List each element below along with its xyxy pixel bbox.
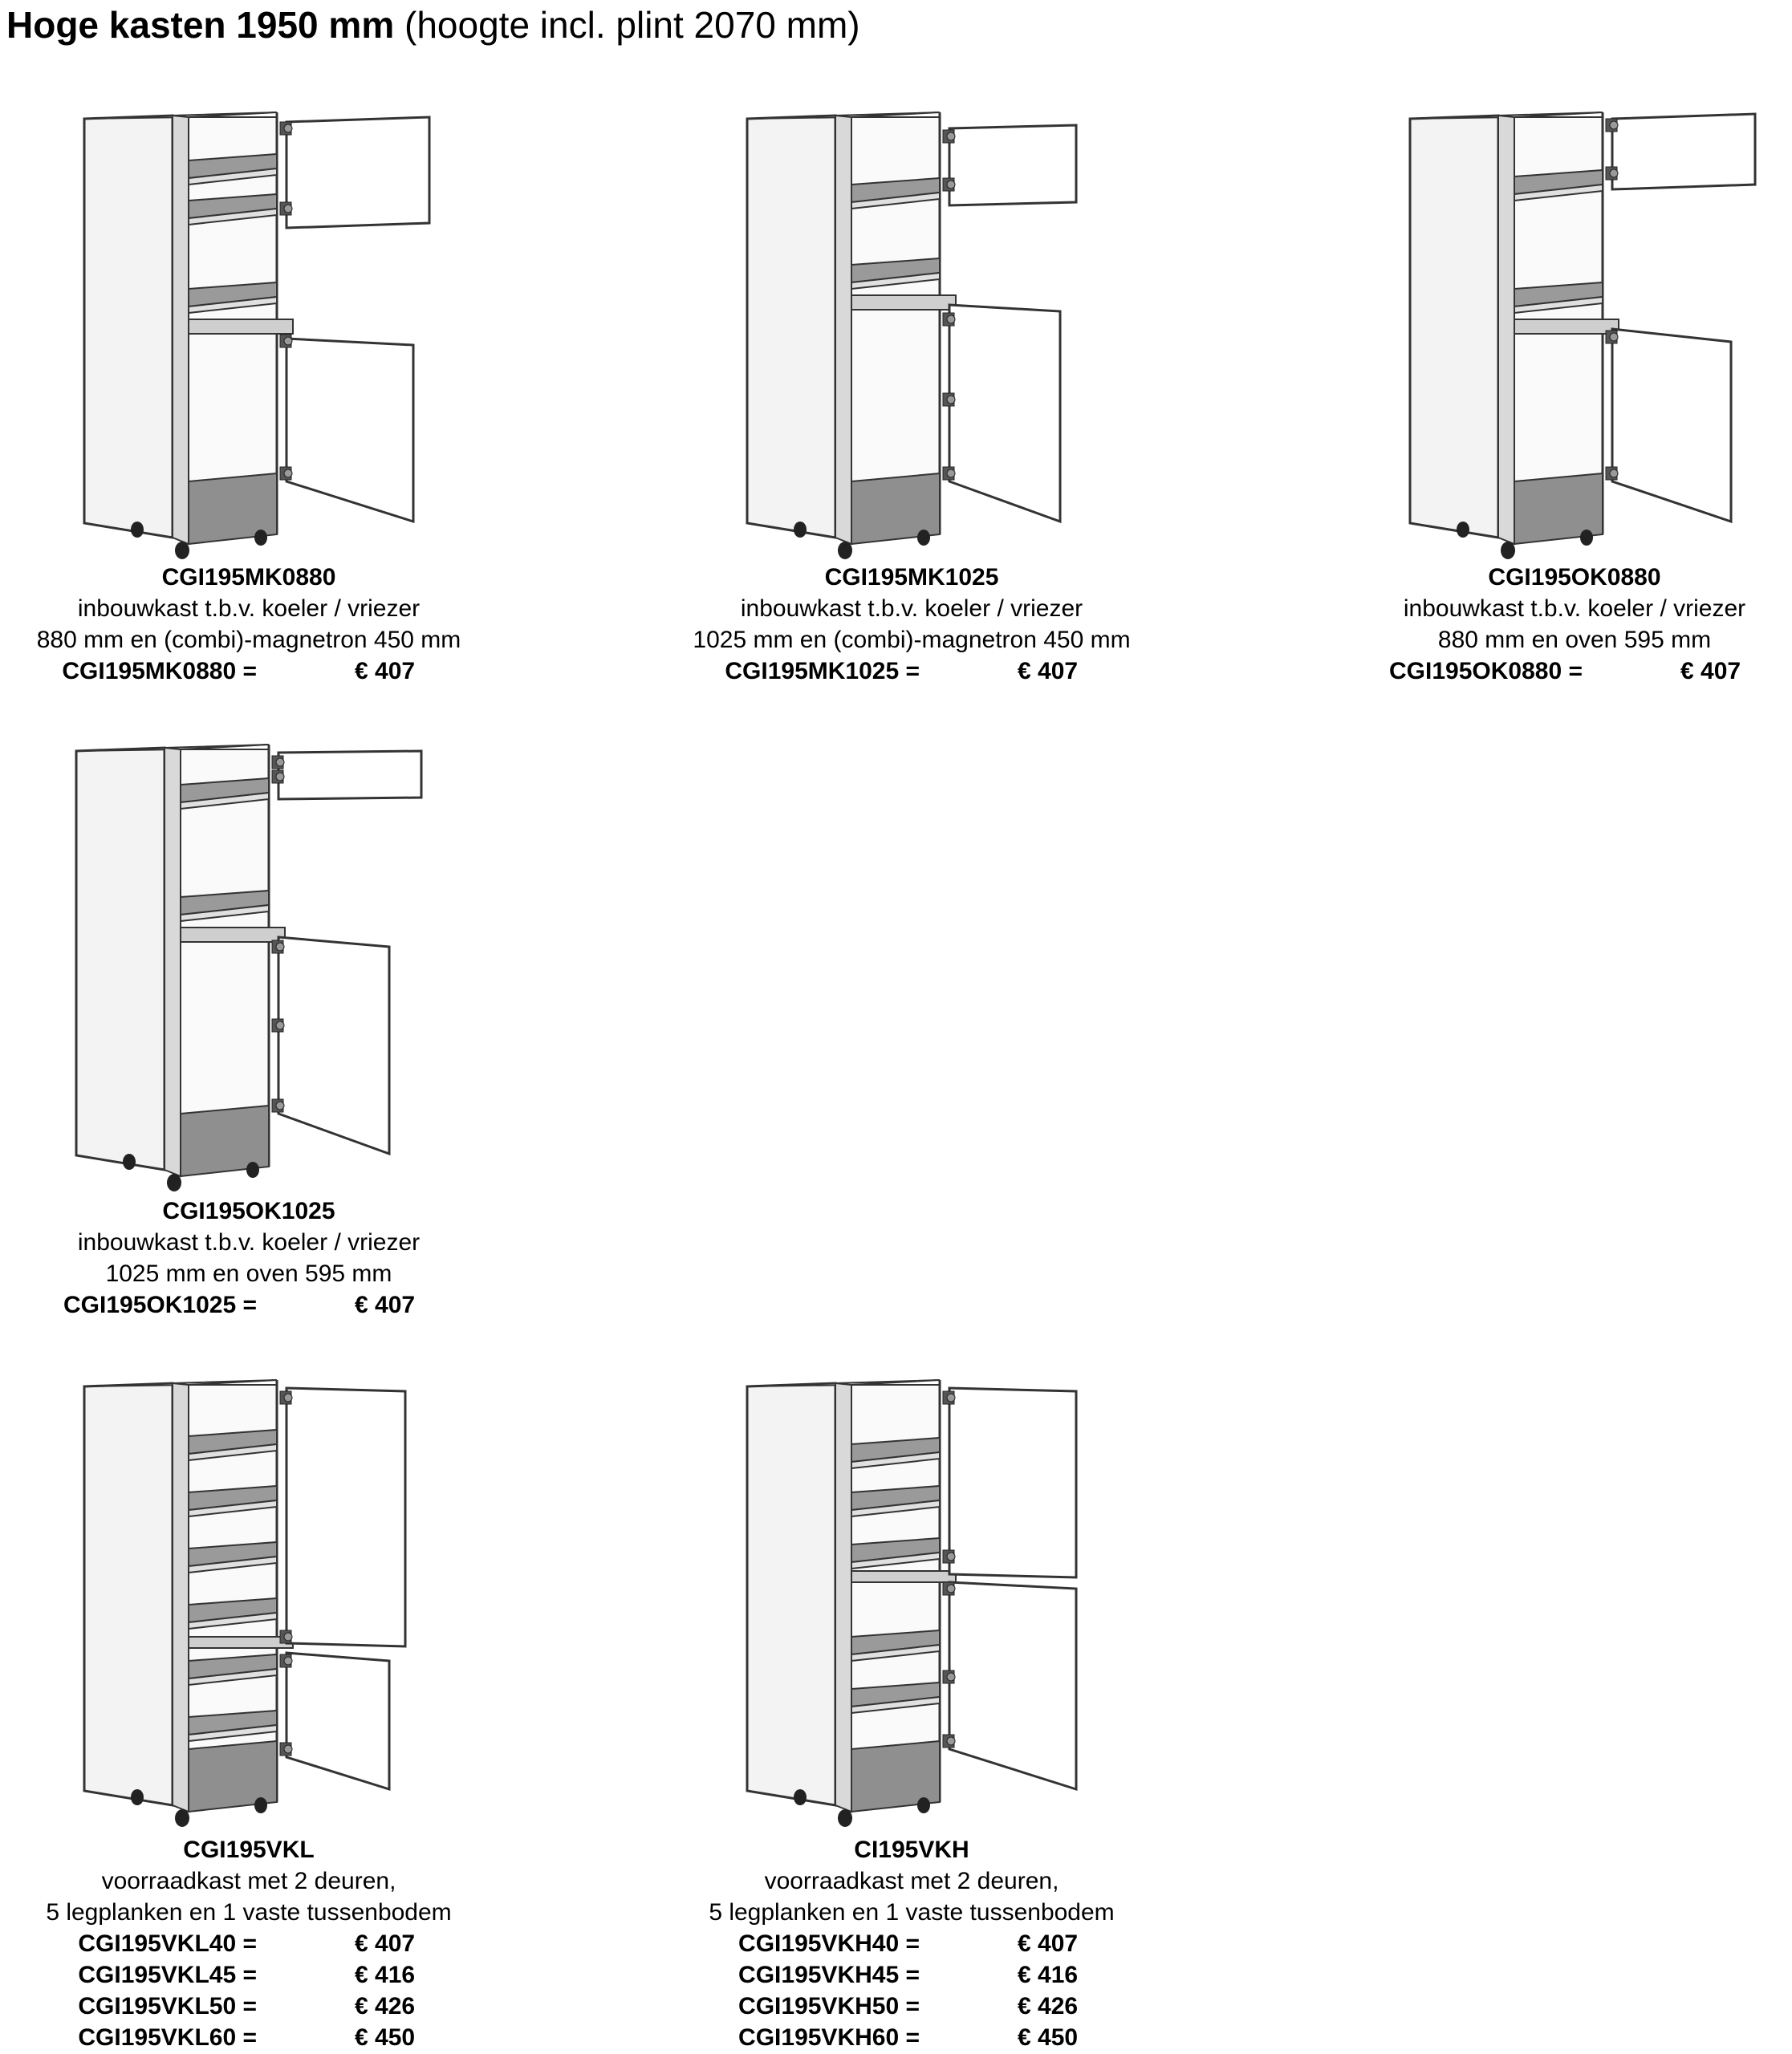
product-info: CGI195OK1025 inbouwkast t.b.v. koeler / … (0, 1195, 498, 1321)
price-row: CGI195VKL40 = € 407 (0, 1928, 498, 1959)
price-value: € 407 (1018, 1930, 1079, 1957)
price-value: € 407 (355, 1292, 416, 1318)
price-row: CGI195OK0880 = € 407 (1326, 656, 1792, 687)
product-code: CGI195VKL (183, 1837, 315, 1863)
price-code: CGI195VKL50 = (78, 1993, 257, 2019)
cabinet-microwave-fridge-icon (739, 104, 1108, 562)
pantry-cabinet-icon (76, 1372, 445, 1829)
product-desc-line: 1025 mm en oven 595 mm (105, 1260, 392, 1287)
product-info: CGI195OK0880 inbouwkast t.b.v. koeler / … (1326, 562, 1792, 687)
price-row: CGI195VKH45 = € 416 (663, 1959, 1160, 1991)
product-desc-line: 1025 mm en (combi)-magnetron 450 mm (693, 627, 1131, 653)
pantry-cabinet-icon (739, 1372, 1108, 1829)
product-desc-line: 880 mm en oven 595 mm (1437, 627, 1712, 653)
product-code: CGI195MK0880 (161, 564, 336, 591)
price-code: CGI195OK1025 = (63, 1292, 257, 1318)
product-desc-line: 5 legplanken en 1 vaste tussenbodem (46, 1899, 452, 1926)
price-value: € 426 (1018, 1993, 1079, 2019)
price-row: CGI195VKH60 = € 450 (663, 2022, 1160, 2053)
price-value: € 407 (355, 1930, 416, 1957)
price-value: € 407 (1018, 658, 1079, 684)
product-code: CI195VKH (854, 1837, 969, 1863)
product-desc-line: inbouwkast t.b.v. koeler / vriezer (77, 595, 421, 622)
price-code: CGI195VKH45 = (738, 1962, 920, 1988)
price-code: CGI195MK0880 = (62, 658, 257, 684)
price-code: CGI195MK1025 = (725, 658, 920, 684)
price-code: CGI195VKH60 = (738, 2024, 920, 2051)
product-desc-line: 880 mm en (combi)-magnetron 450 mm (36, 627, 461, 653)
product-info: CGI195VKL voorraadkast met 2 deuren, 5 l… (0, 1834, 498, 2053)
cabinet-oven-fridge-icon (1402, 104, 1771, 562)
product-info: CGI195MK1025 inbouwkast t.b.v. koeler / … (663, 562, 1160, 687)
price-code: CGI195VKH50 = (738, 1993, 920, 2019)
product-desc-line: inbouwkast t.b.v. koeler / vriezer (740, 595, 1083, 622)
cabinet-oven-fridge-icon (68, 737, 437, 1194)
product-desc-line: inbouwkast t.b.v. koeler / vriezer (77, 1229, 421, 1256)
product-info: CI195VKH voorraadkast met 2 deuren, 5 le… (663, 1834, 1160, 2053)
product-desc-line: inbouwkast t.b.v. koeler / vriezer (1403, 595, 1746, 622)
price-row: CGI195MK1025 = € 407 (663, 656, 1160, 687)
price-value: € 450 (355, 2024, 416, 2051)
price-row: CGI195MK0880 = € 407 (0, 656, 498, 687)
page-title-main: Hoge kasten 1950 mm (6, 4, 395, 46)
product-desc-line: 5 legplanken en 1 vaste tussenbodem (709, 1899, 1115, 1926)
price-row: CGI195VKL45 = € 416 (0, 1959, 498, 1991)
price-code: CGI195VKH40 = (738, 1930, 920, 1957)
price-code: CGI195VKL60 = (78, 2024, 257, 2051)
price-code: CGI195VKL45 = (78, 1962, 257, 1988)
cabinet-microwave-fridge-icon (76, 104, 445, 562)
price-value: € 407 (355, 658, 416, 684)
price-value: € 416 (355, 1962, 416, 1988)
price-value: € 416 (1018, 1962, 1079, 1988)
price-row: CGI195VKL50 = € 426 (0, 1991, 498, 2022)
product-code: CGI195OK0880 (1488, 564, 1661, 591)
price-code: CGI195OK0880 = (1389, 658, 1583, 684)
price-value: € 450 (1018, 2024, 1079, 2051)
product-code: CGI195MK1025 (824, 564, 999, 591)
product-desc-line: voorraadkast met 2 deuren, (101, 1868, 396, 1894)
price-row: CGI195VKL60 = € 450 (0, 2022, 498, 2053)
product-info: CGI195MK0880 inbouwkast t.b.v. koeler / … (0, 562, 498, 687)
price-value: € 407 (1680, 658, 1741, 684)
price-row: CGI195OK1025 = € 407 (0, 1289, 498, 1321)
price-value: € 426 (355, 1993, 416, 2019)
page-title-sub: (hoogte incl. plint 2070 mm) (404, 4, 860, 46)
product-code: CGI195OK1025 (162, 1198, 335, 1224)
product-desc-line: voorraadkast met 2 deuren, (764, 1868, 1059, 1894)
price-code: CGI195VKL40 = (78, 1930, 257, 1957)
price-row: CGI195VKH40 = € 407 (663, 1928, 1160, 1959)
price-row: CGI195VKH50 = € 426 (663, 1991, 1160, 2022)
page-title: Hoge kasten 1950 mm (hoogte incl. plint … (6, 3, 860, 47)
